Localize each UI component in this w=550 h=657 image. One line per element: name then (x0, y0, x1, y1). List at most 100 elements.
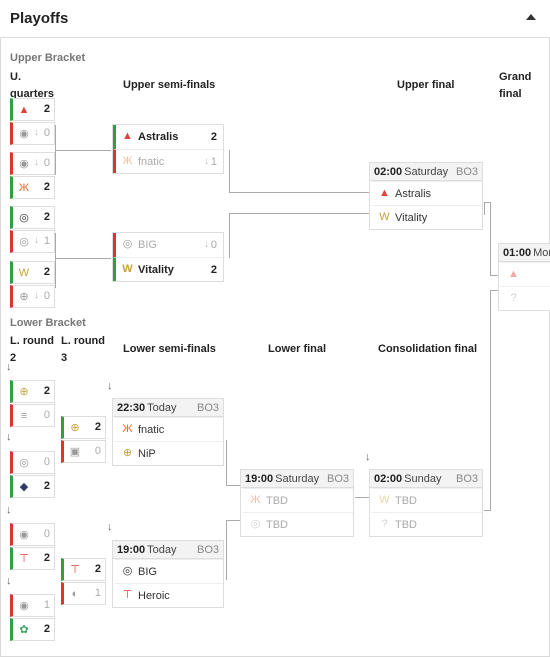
connector (55, 150, 111, 151)
down-arrow-icon: ↓ (6, 431, 12, 443)
connector (484, 202, 485, 215)
panel-title: Playoffs (10, 10, 69, 27)
unknown-team-icon: ? (381, 518, 388, 530)
fnatic-icon: Ж (122, 155, 133, 167)
down-arrow-icon: ↓ (204, 156, 209, 167)
connector (229, 213, 230, 258)
team-icon: ≡ (20, 410, 28, 422)
lr3-team-row[interactable]: ⊤2 (61, 558, 106, 581)
uq-team-row[interactable]: ◉↓0 (10, 152, 55, 175)
down-arrow-icon: ↓ (34, 235, 39, 246)
vitality-icon: W (379, 211, 390, 223)
astralis-icon: ▲ (379, 187, 390, 199)
lower-final-label: Lower final (268, 343, 327, 355)
collapse-caret-icon[interactable] (526, 14, 536, 20)
upper-final-label: Upper final (397, 79, 455, 91)
team-row[interactable]: ◎BIG (113, 559, 223, 583)
team-row[interactable]: ◎TBD (241, 512, 353, 536)
team-icon: ◐ (71, 588, 79, 600)
down-arrow-icon: ↓ (365, 451, 371, 463)
team-row[interactable]: ⊤Heroic (113, 583, 223, 607)
upper-semis-label: Upper semi-finals (123, 79, 216, 91)
astralis-icon: ▲ (122, 130, 133, 142)
match-header: 01:00Mon (499, 244, 550, 262)
grand-final-card[interactable]: 01:00Mon ▲ ? (498, 243, 550, 311)
team-icon: ◎ (19, 236, 29, 248)
connector (229, 192, 369, 193)
lr2-team-row[interactable]: ≡0 (10, 404, 55, 427)
lower-semis-label: Lower semi-finals (123, 343, 216, 355)
down-arrow-icon: ↓ (204, 239, 209, 250)
team-icon: ◉ (19, 529, 29, 541)
connector (226, 440, 227, 485)
lr2-team-row[interactable]: ◉1 (10, 594, 55, 617)
uq-team-row[interactable]: ◉↓0 (10, 122, 55, 145)
uq-team-row[interactable]: ◎↓1 (10, 230, 55, 253)
connector (229, 213, 369, 214)
down-arrow-icon: ↓ (6, 575, 12, 587)
lr3-team-row[interactable]: ◐1 (61, 582, 106, 605)
big-icon: ◎ (19, 212, 29, 224)
nip-icon: ▣ (69, 446, 81, 458)
down-arrow-icon: ↓ (6, 504, 12, 516)
connector (226, 520, 227, 580)
unknown-team-icon: ? (510, 292, 517, 304)
team-row[interactable]: ▲ (499, 262, 550, 286)
u-quarters-label: U. quarters (10, 71, 55, 100)
consolidation-label: Consolidation final (378, 343, 477, 355)
og-icon: ◆ (19, 481, 29, 493)
connector (490, 290, 491, 510)
lr2-team-row[interactable]: ◉0 (10, 523, 55, 546)
team-row[interactable]: ⊕NiP (113, 441, 223, 465)
uq-team-row[interactable]: ▲2 (10, 98, 55, 121)
team-row[interactable]: ?TBD (370, 512, 482, 536)
team-row[interactable]: ▲Astralis (370, 181, 482, 205)
big-icon: ◎ (122, 238, 133, 250)
lr2-team-row[interactable]: ✿2 (10, 618, 55, 641)
lr2-team-row[interactable]: ⊤2 (10, 547, 55, 570)
connector (55, 258, 111, 259)
connector (229, 150, 230, 192)
team-row[interactable]: ? (499, 286, 550, 310)
uq-team-row[interactable]: ⊕↓0 (10, 285, 55, 308)
uq-team-row[interactable]: ◎2 (10, 206, 55, 229)
team-icon: ◉ (19, 128, 29, 140)
lr3-team-row[interactable]: ▣0 (61, 440, 106, 463)
astralis-icon: ▲ (508, 268, 519, 280)
ence-icon: ⊕ (19, 386, 29, 398)
lr3-team-row[interactable]: ⊕2 (61, 416, 106, 439)
down-arrow-icon: ↓ (107, 521, 113, 533)
lr2-team-row[interactable]: ◎0 (10, 451, 55, 474)
heroic-icon: ⊤ (122, 589, 133, 601)
lr2-team-row[interactable]: ⊕2 (10, 380, 55, 403)
team-icon: ◉ (19, 600, 29, 612)
lr2-team-row[interactable]: ◆2 (10, 475, 55, 498)
team-row[interactable]: ◎BIG↓0 (113, 233, 223, 257)
vitality-icon: W (379, 494, 390, 506)
panel-header[interactable]: Playoffs (0, 0, 550, 38)
sprout-icon: ✿ (19, 624, 29, 636)
connector (490, 275, 498, 276)
ence-icon: ⊕ (70, 422, 80, 434)
ence-icon: ⊕ (122, 447, 133, 459)
down-arrow-icon: ↓ (34, 157, 39, 168)
